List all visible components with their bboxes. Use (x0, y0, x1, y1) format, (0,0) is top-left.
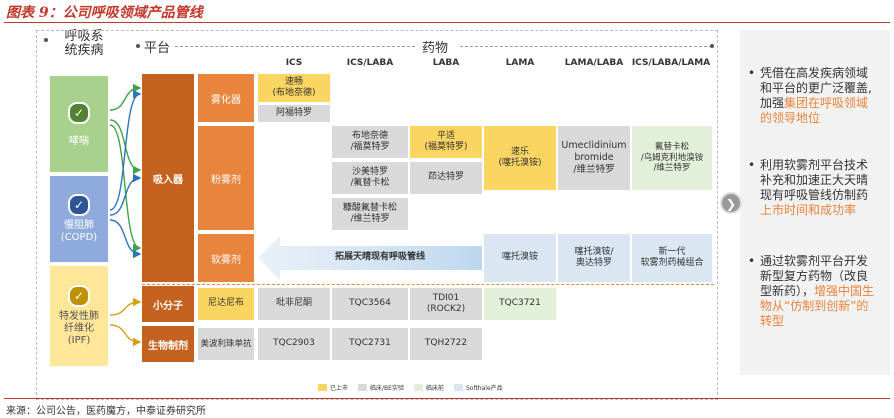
cell-sm-4: TDI01 (ROCK2) (410, 288, 482, 320)
subplatform-nebulizer: 雾化器 (198, 74, 254, 122)
header-rule-1 (175, 46, 415, 47)
cell-sm-5: TQC3721 (484, 288, 556, 320)
platform-inhaler: 吸入器 (142, 74, 194, 282)
summary-bullet-2: • 利用软雾剂平台技术补充和加速正大天晴现有呼吸管线仿制药上市时间和成功率 (748, 158, 869, 217)
cell-dpi-icslaba-2: 沙美特罗 /氟替卡松 (332, 162, 408, 194)
disease-platform-connectors (109, 83, 142, 347)
col-header-lama: LAMA (505, 58, 535, 68)
header-drug: 药物 (422, 41, 449, 56)
cell-bio-1: 美波利珠单抗 (198, 328, 254, 360)
title-rule (4, 22, 890, 23)
legend: 已上市 临床/BE实验 临床前 Softhale产品 (318, 383, 503, 392)
summary-bullet-3: • 通过软雾剂平台开发新型复方药物（改良型新药），增强中国生物从“仿制到创新”的… (748, 254, 875, 328)
expand-pipeline-label: 拓展天晴现有呼吸管线 (334, 252, 425, 263)
platform-biologics: 生物制剂 (142, 326, 194, 362)
cell-sm-3: TQC3564 (332, 288, 408, 320)
cell-dpi-icslaba-1: 布地奈德 /福莫特罗 (332, 126, 408, 158)
col-header-ics-laba: ICS/LABA (346, 58, 394, 68)
legend-item-clinical: 临床/BE实验 (358, 383, 404, 392)
cell-dpi-icslaba-3: 糠酸氟替卡松 /维兰特罗 (332, 198, 408, 230)
header-disease: 呼吸系 统疾病 (64, 29, 104, 58)
header-dot-disease (44, 38, 48, 42)
header-platform: 平台 (144, 41, 171, 56)
legend-item-softhale: Softhale产品 (453, 383, 503, 392)
legend-item-launched: 已上市 (318, 383, 348, 392)
platform-small-molecule: 小分子 (142, 286, 194, 322)
disease-label-ipf: 特发性肺 纤维化 (IPF) (59, 311, 99, 346)
summary-panel (740, 30, 890, 375)
cell-neb-ics-2: 阿福特罗 (258, 105, 330, 122)
figure-title: 图表 9：公司呼吸领域产品管线 (6, 5, 203, 21)
platform-separator (142, 284, 714, 285)
disease-ipf: ✓ 特发性肺 纤维化 (IPF) (50, 266, 108, 366)
cell-bio-3: TQC2731 (332, 328, 408, 360)
legend-item-preclinical: 临床前 (413, 383, 444, 392)
cell-bio-4: TQH2722 (410, 328, 482, 360)
cell-dpi-laba-1: 平适 (福莫特罗) (410, 126, 482, 158)
pipeline-frame (36, 30, 718, 400)
source-note: 来源：公司公告，医药魔方，中泰证券研究所 (6, 406, 206, 417)
col-header-ics: ICS (285, 58, 303, 68)
header-dot-end (710, 44, 714, 48)
cell-smi-lama-laba: 噻托溴铵/ 奥达特罗 (558, 234, 630, 282)
subplatform-smi: 软雾剂 (198, 234, 254, 282)
cell-dpi-triple: 氟替卡松 /乌姆克利地溴铵 /维兰特罗 (632, 126, 712, 190)
cell-bio-2: TQC2903 (258, 328, 330, 360)
disease-asthma: ✓ 哮喘 (50, 76, 108, 172)
cell-dpi-lama: 速乐 (噻托溴铵) (484, 126, 556, 190)
cell-dpi-lama-laba: Umeclidinium bromide /维兰特罗 (558, 126, 630, 190)
disease-label-asthma: 哮喘 (69, 135, 89, 147)
check-circle-blue-icon: ✓ (68, 194, 90, 216)
header-dot-platform (136, 44, 140, 48)
cell-smi-lama: 噻托溴铵 (484, 234, 556, 282)
check-circle-yellow-icon: ✓ (68, 285, 90, 307)
col-header-laba: LABA (432, 58, 460, 68)
source-rule (4, 398, 890, 399)
col-header-triple: ICS/LABA/LAMA (631, 58, 711, 68)
cell-smi-triple: 新一代 软雾剂药械组合 (632, 234, 712, 282)
disease-copd: ✓ 慢阻肺 (COPD) (50, 176, 108, 262)
expand-pipeline-arrow (258, 236, 482, 280)
cell-sm-1: 尼达尼布 (198, 288, 254, 320)
summary-bullet-1: • 凭借在高发疾病领域和平台的更广泛覆盖, 加强集团在呼吸领域的领导地位 (748, 66, 872, 125)
cell-neb-ics-1: 速畅 (布地奈德) (258, 74, 330, 102)
header-rule-2 (460, 46, 712, 47)
cell-dpi-laba-2: 茚达特罗 (410, 162, 482, 194)
subplatform-dpi: 粉雾剂 (198, 126, 254, 230)
check-circle-green-icon: ✓ (68, 101, 90, 124)
col-header-lama-laba: LAMA/LABA (564, 58, 624, 68)
disease-label-copd: 慢阻肺 (COPD) (60, 220, 98, 243)
chevron-right-icon: ❯ (720, 192, 742, 214)
cell-sm-2: 吡非尼酮 (258, 288, 330, 320)
